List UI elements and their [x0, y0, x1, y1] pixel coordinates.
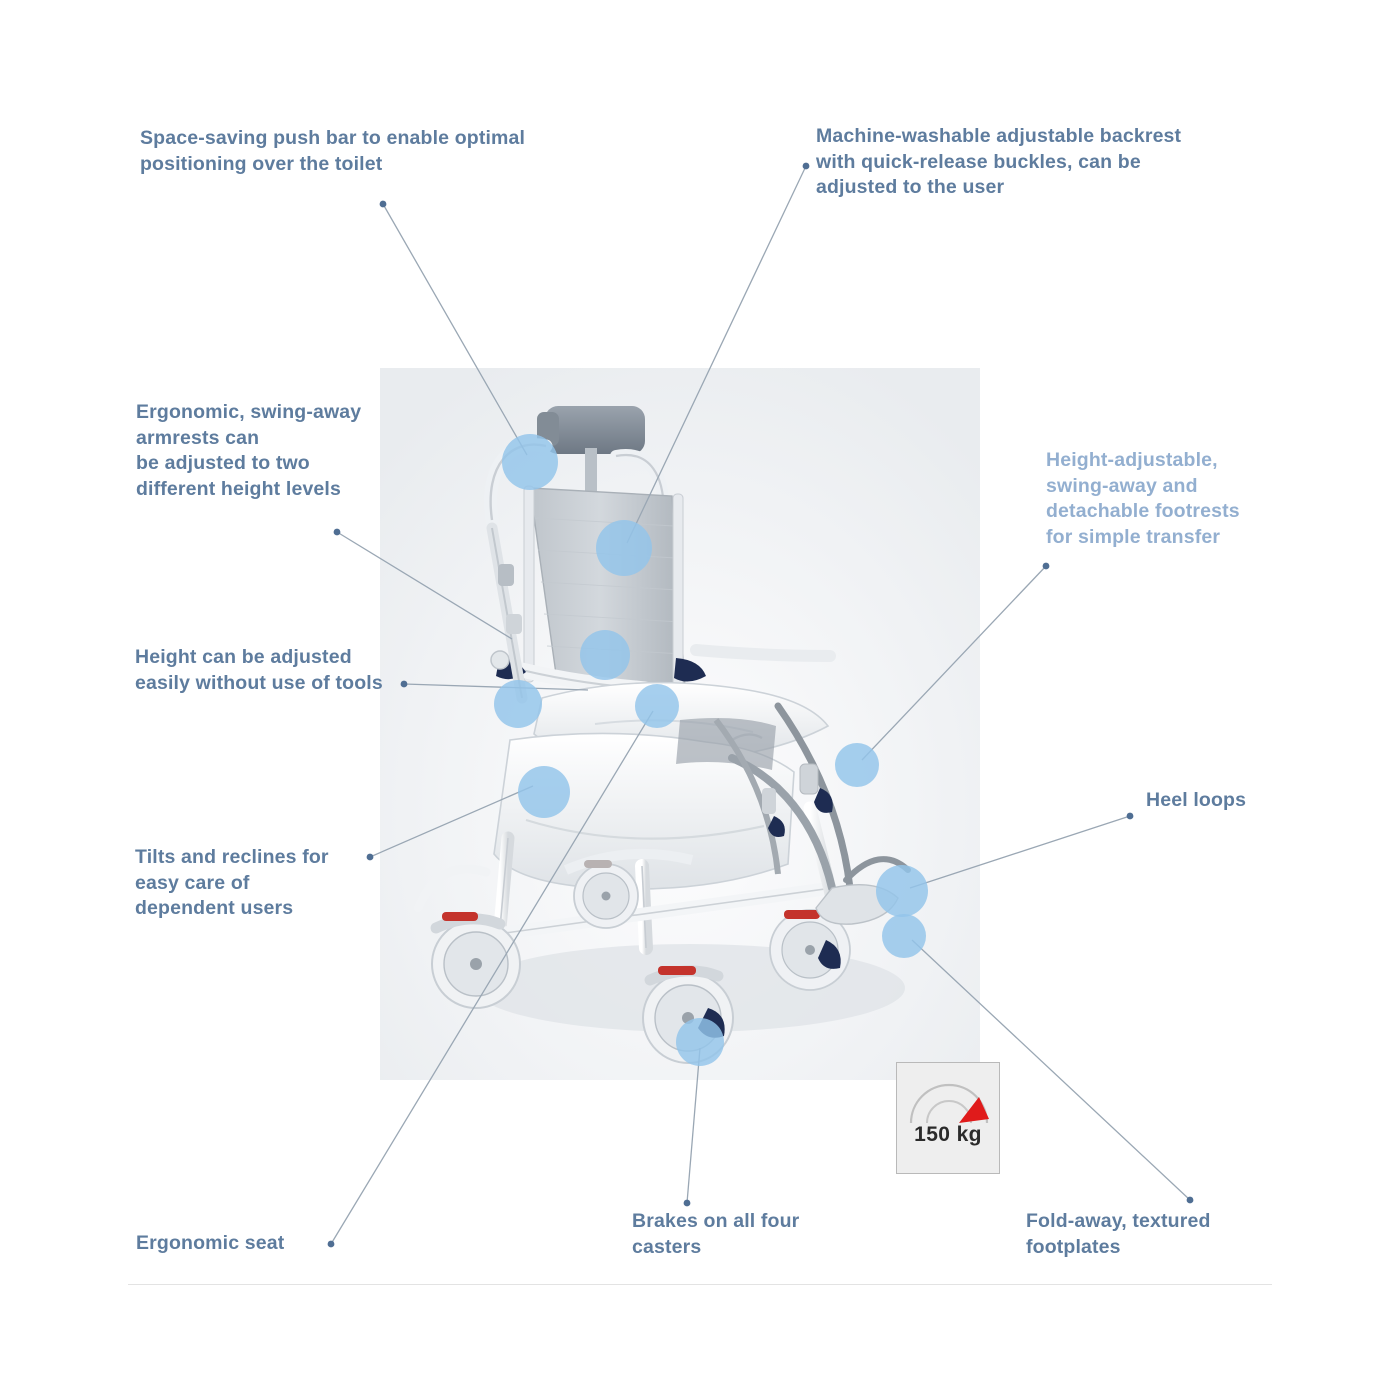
- callout-footrests: Height-adjustable, swing-away and detach…: [1046, 449, 1240, 548]
- footer-divider: [128, 1284, 1272, 1285]
- callout-armrests: Ergonomic, swing-away armrests can be ad…: [136, 401, 362, 500]
- hotspot-backrest[interactable]: [596, 520, 652, 576]
- hotspot-seat[interactable]: [635, 684, 679, 728]
- callout-push-bar: Space-saving push bar to enable optimal …: [140, 127, 526, 175]
- hotspot-brakes[interactable]: [676, 1018, 724, 1066]
- hotspot-footrest[interactable]: [835, 743, 879, 787]
- leader-brakes-dot: [683, 1199, 691, 1207]
- leader-heel-loops-dot: [1126, 812, 1134, 820]
- callout-heel-loops: Heel loops: [1146, 789, 1247, 811]
- leader-push-bar-dot: [379, 200, 387, 208]
- hotspot-footplates[interactable]: [882, 914, 926, 958]
- hotspot-height[interactable]: [494, 680, 542, 728]
- leader-armrests-dot: [333, 528, 341, 536]
- product-image: [380, 368, 980, 1080]
- hotspot-push-bar[interactable]: [502, 434, 558, 490]
- leader-footrests-dot: [1042, 562, 1050, 570]
- hotspot-tilt[interactable]: [518, 766, 570, 818]
- callout-tilt: Tilts and reclines for easy care of depe…: [135, 846, 329, 919]
- hotspot-armrest[interactable]: [580, 630, 630, 680]
- max-weight-badge: 150 kg: [896, 1062, 1000, 1174]
- gauge-icon: [909, 1083, 989, 1124]
- hotspot-heel-loops[interactable]: [876, 865, 928, 917]
- callout-brakes: Brakes on all four casters: [632, 1210, 800, 1258]
- max-weight-value: 150 kg: [914, 1123, 982, 1146]
- callout-height: Height can be adjusted easily without us…: [135, 646, 383, 694]
- leader-backrest-dot: [802, 162, 810, 170]
- callout-seat: Ergonomic seat: [136, 1232, 285, 1254]
- callout-footplates: Fold-away, textured footplates: [1026, 1210, 1211, 1258]
- callout-backrest: Machine-washable adjustable backrest wit…: [816, 125, 1182, 198]
- leader-footplates-dot: [1186, 1196, 1194, 1204]
